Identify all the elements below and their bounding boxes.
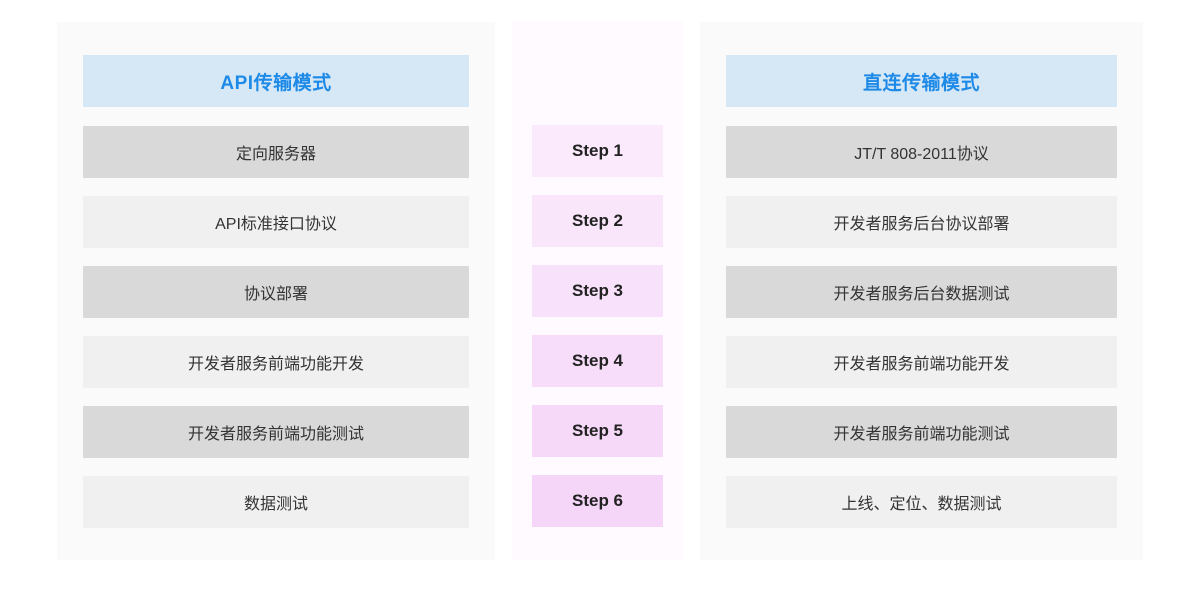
direct-mode-step-row: 上线、定位、数据测试 [726, 476, 1117, 528]
api-mode-step-row: 开发者服务前端功能开发 [83, 336, 469, 388]
step-chip: Step 4 [532, 335, 663, 387]
api-mode-step-row: 定向服务器 [83, 126, 469, 178]
api-mode-header: API传输模式 [83, 55, 469, 107]
step-chip: Step 2 [532, 195, 663, 247]
direct-mode-header: 直连传输模式 [726, 55, 1117, 107]
direct-mode-step-row: 开发者服务后台协议部署 [726, 196, 1117, 248]
direct-mode-step-row: JT/T 808-2011协议 [726, 126, 1117, 178]
direct-mode-step-row: 开发者服务前端功能开发 [726, 336, 1117, 388]
api-mode-step-row: API标准接口协议 [83, 196, 469, 248]
api-mode-stack: API传输模式 定向服务器 API标准接口协议 协议部署 开发者服务前端功能开发… [83, 55, 469, 528]
step-chip: Step 5 [532, 405, 663, 457]
step-chip: Step 3 [532, 265, 663, 317]
api-mode-step-row: 协议部署 [83, 266, 469, 318]
api-mode-step-row: 开发者服务前端功能测试 [83, 406, 469, 458]
direct-mode-step-row: 开发者服务后台数据测试 [726, 266, 1117, 318]
direct-mode-panel: 直连传输模式 JT/T 808-2011协议 开发者服务后台协议部署 开发者服务… [700, 22, 1143, 560]
step-chip: Step 6 [532, 475, 663, 527]
direct-mode-step-row: 开发者服务前端功能测试 [726, 406, 1117, 458]
api-mode-panel: API传输模式 定向服务器 API标准接口协议 协议部署 开发者服务前端功能开发… [57, 22, 495, 560]
step-labels-stack: Step 1 Step 2 Step 3 Step 4 Step 5 Step … [532, 125, 663, 527]
step-chip: Step 1 [532, 125, 663, 177]
direct-mode-stack: 直连传输模式 JT/T 808-2011协议 开发者服务后台协议部署 开发者服务… [726, 55, 1117, 528]
step-labels-panel: Step 1 Step 2 Step 3 Step 4 Step 5 Step … [512, 22, 683, 560]
api-mode-step-row: 数据测试 [83, 476, 469, 528]
